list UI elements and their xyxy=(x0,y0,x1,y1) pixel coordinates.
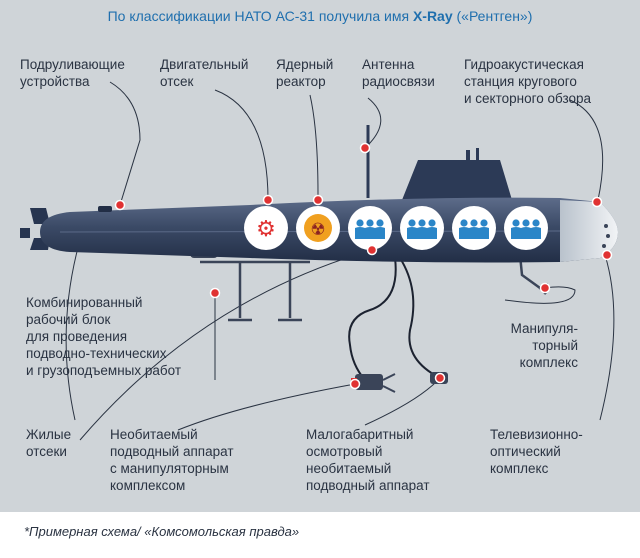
label-thrusters: Подруливающие устройства xyxy=(20,57,125,89)
dot-tv xyxy=(601,249,613,261)
label-manipulator: Манипуля- торный комплекс xyxy=(510,321,578,370)
combined-work-unit xyxy=(200,260,310,322)
label-antenna: Антенна радиосвязи xyxy=(362,57,435,89)
label-small-rov: Малогабаритный осмотровый необитаемый по… xyxy=(306,427,430,493)
leader-antenna xyxy=(364,97,382,149)
label-reactor: Ядерный реактор xyxy=(276,57,334,89)
dot-thrusters xyxy=(114,199,126,211)
living-compartment-1 xyxy=(348,206,392,250)
label-combined-unit: Комбинированный рабочий блок для проведе… xyxy=(26,295,181,378)
leader-living xyxy=(65,239,81,421)
title-emphasis: X-Ray xyxy=(412,8,453,24)
leader-sonar xyxy=(569,99,604,201)
callout-dots xyxy=(114,142,613,390)
dot-sonar xyxy=(591,196,603,208)
leader-living-2 xyxy=(79,249,373,441)
living-compartment-2 xyxy=(400,206,444,250)
living-compartment-4 xyxy=(504,206,548,250)
leader-thrusters xyxy=(109,81,141,206)
dot-reactor xyxy=(312,194,324,206)
living-compartments xyxy=(348,206,548,250)
dot-antenna xyxy=(359,142,371,154)
sail xyxy=(402,160,512,200)
tether-cables xyxy=(348,257,441,381)
dot-combined xyxy=(209,287,221,299)
leader-lines xyxy=(65,81,615,441)
dot-manipulator xyxy=(539,282,551,294)
leader-engine xyxy=(214,89,269,201)
bow-ports xyxy=(602,224,610,248)
living-compartment-3 xyxy=(452,206,496,250)
label-rov-manipulator: Необитаемый подводный аппарат с манипуля… xyxy=(110,427,234,493)
dot-small-rov xyxy=(434,372,446,384)
dot-living xyxy=(366,244,378,256)
leader-manipulator xyxy=(504,286,576,304)
gears-icon: ⚙ xyxy=(256,217,276,242)
label-living: Жилые отсеки xyxy=(26,427,72,459)
leader-reactor xyxy=(309,94,319,196)
leader-tv xyxy=(599,254,615,421)
footer-note: *Примерная схема/ «Комсомольская правда» xyxy=(24,524,300,539)
dot-engine xyxy=(262,194,274,206)
label-engine: Двигательный отсек xyxy=(160,57,249,89)
radiation-icon: ☢ xyxy=(310,220,325,240)
dot-rov-manip xyxy=(349,378,361,390)
footer-bar xyxy=(0,512,640,558)
engine-compartment: ⚙ xyxy=(244,206,288,250)
label-sonar: Гидроакустическая станция кругового и се… xyxy=(464,57,592,106)
reactor-compartment: ☢ xyxy=(296,206,340,250)
page-title: По классификации НАТО АС-31 получила имя… xyxy=(107,8,533,24)
label-tv-optical: Телевизионно- оптический комплекс xyxy=(490,427,583,476)
leader-rov-manip xyxy=(177,383,356,431)
